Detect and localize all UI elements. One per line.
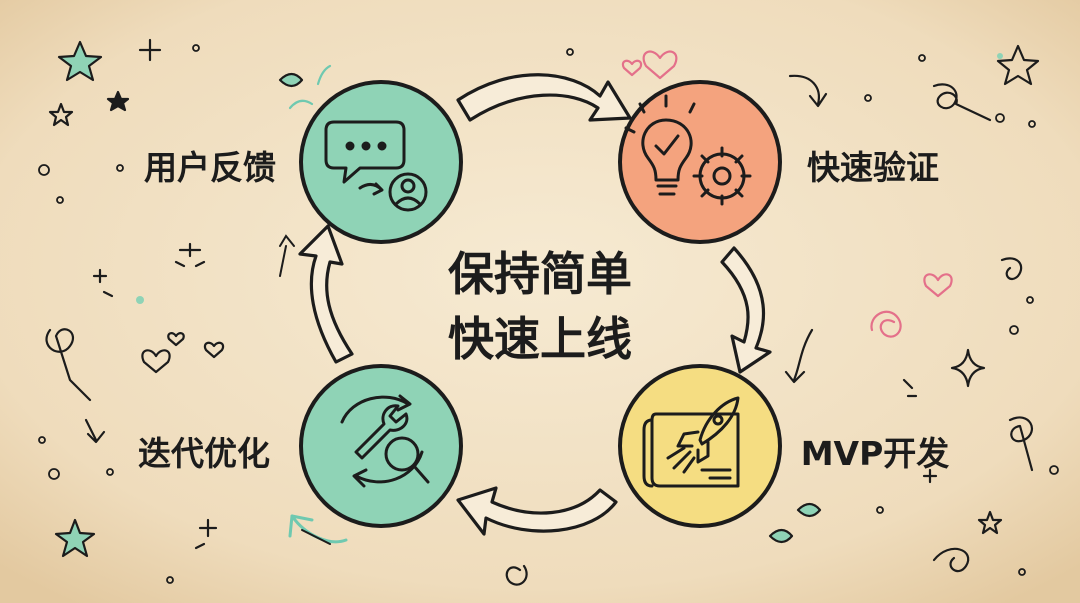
star-icon <box>996 44 1040 86</box>
sparkle-icon <box>950 348 986 388</box>
heart-icon <box>141 349 171 374</box>
arrow-accents <box>279 234 331 545</box>
star-icon <box>57 40 103 82</box>
rocket-blueprint-icon <box>642 396 740 488</box>
curly-arrow <box>788 74 828 108</box>
curly-arrow <box>1000 257 1023 281</box>
node-iterate-label: 迭代优化 <box>138 434 270 473</box>
node-validate-label: 快速验证 <box>807 148 939 187</box>
heart-icon <box>923 273 953 298</box>
center-title-line2: 快速上线 <box>448 312 632 366</box>
swirl-doodle <box>932 83 992 122</box>
heart-icon <box>621 59 643 77</box>
node-iterate-circle <box>299 364 463 528</box>
node-mvp-label: MVP开发 <box>801 434 950 473</box>
curly-arrow <box>84 418 106 444</box>
decorative-doodles <box>45 38 1040 586</box>
arrow-feedback-to-validate <box>456 73 632 122</box>
spiral-doodle <box>870 310 902 338</box>
burst-doodle <box>922 468 938 484</box>
star-icon <box>977 510 1003 535</box>
sparkle-icon <box>138 38 162 62</box>
burst-doodle <box>174 242 206 268</box>
burst-doodle <box>92 268 114 298</box>
cycle-arrows <box>298 73 772 536</box>
swirl-doodle <box>45 328 92 402</box>
node-iterate <box>299 364 463 528</box>
heart-icon <box>642 50 678 80</box>
burst-doodle <box>902 378 918 398</box>
arrow-iterate-to-feedback <box>298 224 354 364</box>
burst-doodle <box>194 518 218 550</box>
arrow-validate-to-mvp <box>720 246 772 374</box>
node-validate-circle <box>618 80 782 244</box>
leaf-mark <box>288 99 314 110</box>
leaf-mark <box>796 502 822 518</box>
lightbulb-gear-icon <box>624 94 752 206</box>
spiral-doodle <box>505 564 528 586</box>
node-feedback-label: 用户反馈 <box>144 148 276 187</box>
leaf-mark <box>316 64 332 86</box>
arrow-mvp-to-iterate <box>456 486 618 536</box>
leaf-mark <box>278 72 304 88</box>
star-icon <box>54 518 96 558</box>
node-feedback <box>299 80 463 244</box>
swirl-doodle <box>1008 416 1034 472</box>
dots <box>38 44 1059 584</box>
heart-icon <box>203 341 225 359</box>
swirl-doodle <box>932 547 970 573</box>
star-icon <box>106 90 130 112</box>
node-mvp <box>618 364 782 528</box>
curly-arrow <box>784 328 814 384</box>
star-icon <box>48 102 74 127</box>
node-validate <box>618 80 782 244</box>
wrench-magnifier-icon <box>340 394 430 488</box>
leaf-mark <box>768 528 794 544</box>
heart-icon <box>167 332 185 347</box>
center-title-line1: 保持简单 <box>448 247 632 301</box>
chat-user-icon <box>324 120 428 212</box>
